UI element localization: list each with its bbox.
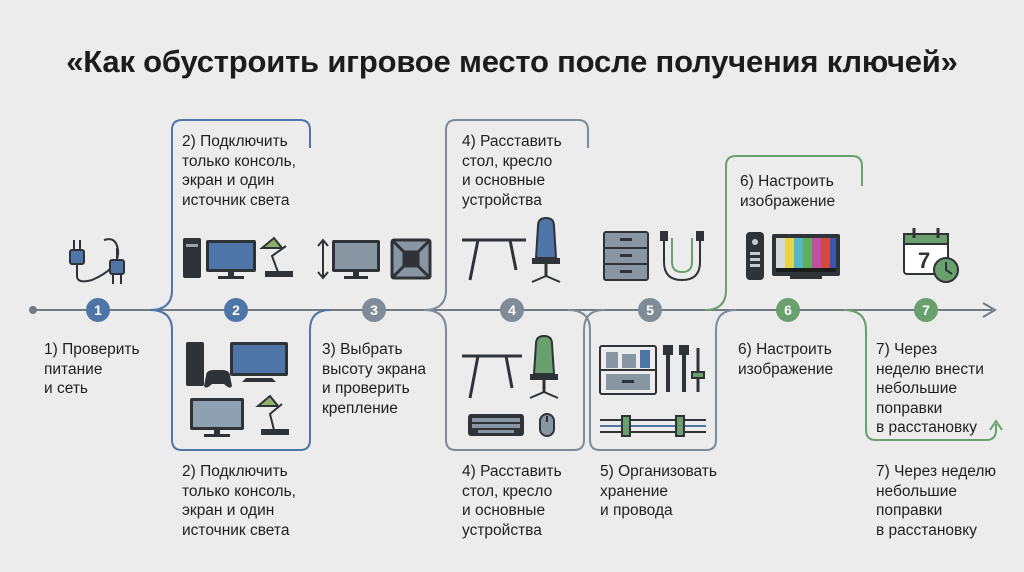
step3-label: 3) Выбрать высоту экрана и проверить кре… xyxy=(322,341,427,417)
step6-label-bottom: 6) Настроить изображение xyxy=(738,341,834,378)
timeline-arrow-head xyxy=(982,302,997,318)
height-arrow-icon xyxy=(317,238,329,280)
wall-mount-icon xyxy=(390,238,432,280)
calendar-clock-icon xyxy=(903,228,959,283)
step4-label-top: 4) Расставить стол, кресло и основные ус… xyxy=(462,133,562,209)
bracket-step7-bottom xyxy=(843,309,997,441)
step7-label-bottom: 7) Через неделю небольшие поправки в рас… xyxy=(876,463,997,539)
desk-icon xyxy=(462,238,526,281)
step-node-3: 3 xyxy=(362,298,386,322)
gamepad-icon xyxy=(204,370,232,388)
step5-label: 5) Организовать хранение и провода xyxy=(600,463,717,519)
desk-lamp-icon xyxy=(259,236,293,277)
gaming-chair-icon xyxy=(529,334,559,399)
page-title: «Как обустроить игровое место после полу… xyxy=(66,44,958,79)
step7-label-top: 7) Через неделю внести небольшие поправк… xyxy=(876,341,984,436)
power-plug-icon xyxy=(69,238,125,284)
bracket-step4-bottom xyxy=(423,309,605,451)
bracket-step2-top xyxy=(149,119,311,311)
desk-lamp-icon xyxy=(255,394,289,435)
step-node-7: 7 xyxy=(914,298,938,322)
step2-label-bottom: 2) Подключить только консоль, экран и од… xyxy=(182,463,296,539)
monitor-icon xyxy=(332,240,380,279)
cable-bundle-icon xyxy=(600,415,706,437)
step-node-5: 5 xyxy=(638,298,662,322)
timeline-start-dot xyxy=(29,306,37,314)
cable-ties-icon xyxy=(663,345,705,392)
gaming-chair-icon xyxy=(531,216,561,283)
step1-label: 1) Проверить питание и сеть xyxy=(44,341,140,397)
step4-label-bottom: 4) Расставить стол, кресло и основные ус… xyxy=(462,463,562,539)
console-icon xyxy=(186,342,204,386)
keyboard-icon xyxy=(468,414,524,436)
step-node-1: 1 xyxy=(86,298,110,322)
console-icon xyxy=(183,238,201,278)
bracket-step2-bottom xyxy=(149,309,331,451)
calendar-day-number: 7 xyxy=(918,248,930,273)
step-node-4: 4 xyxy=(500,298,524,322)
tv-icon xyxy=(230,342,288,382)
cable-ties-icon xyxy=(660,231,704,282)
step6-label-top: 6) Настроить изображение xyxy=(740,173,836,210)
drawer-cabinet-icon xyxy=(603,231,649,281)
step2-label-top: 2) Подключить только консоль, экран и од… xyxy=(182,133,296,209)
monitor-icon xyxy=(190,398,244,437)
step-node-2: 2 xyxy=(224,298,248,322)
desk-icon xyxy=(462,354,522,399)
monitor-icon xyxy=(206,240,256,279)
color-bars-tv-icon xyxy=(772,234,840,279)
bracket-step4-top xyxy=(423,119,589,311)
mouse-icon xyxy=(539,413,555,437)
step-node-6: 6 xyxy=(776,298,800,322)
bracket-step7-arrow xyxy=(989,419,1003,431)
bracket-step6-top xyxy=(704,155,863,311)
bracket-step5 xyxy=(567,309,737,451)
shelf-icon xyxy=(599,345,657,395)
remote-icon xyxy=(746,232,764,280)
